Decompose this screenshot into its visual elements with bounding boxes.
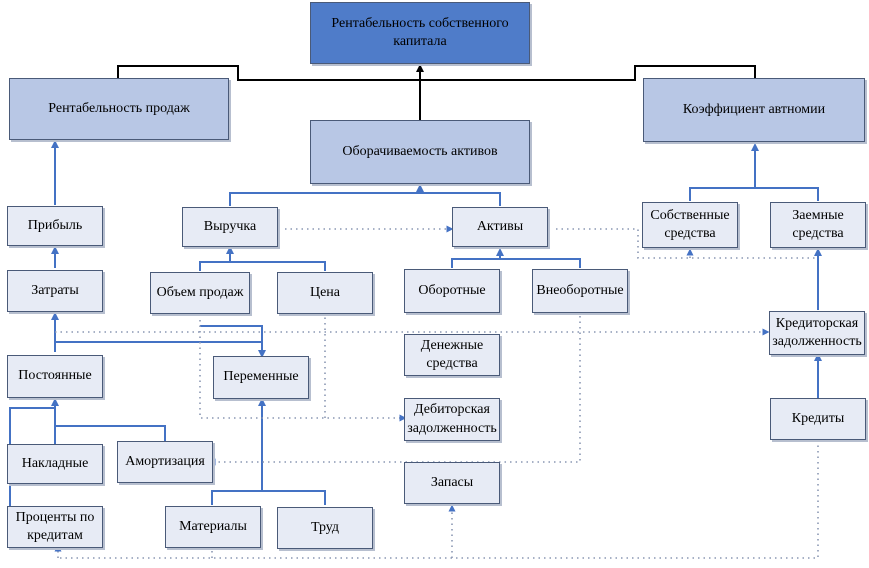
node-loan-interest: Проценты по кредитам — [7, 506, 103, 548]
node-current-assets: Оборотные — [404, 269, 500, 313]
node-borrowed-funds: Заемные средства — [770, 202, 866, 248]
node-materials: Материалы — [165, 506, 261, 548]
node-label: Накладные — [21, 455, 89, 471]
node-loans: Кредиты — [770, 398, 866, 440]
node-label: Выручка — [203, 218, 257, 234]
node-label: Проценты по кредитам — [15, 509, 95, 543]
node-return-on-equity: Рентабельность собственного капитала — [310, 2, 530, 64]
node-label: Активы — [476, 218, 524, 234]
node-label: Денежные средства — [420, 337, 484, 371]
node-variable-costs: Переменные — [213, 356, 309, 399]
node-label: Кредиты — [791, 410, 845, 426]
node-own-funds: Собственные средства — [642, 202, 738, 248]
node-label: Оборотные — [418, 282, 486, 298]
root-connectors — [117, 64, 756, 120]
node-label: Кредиторская задолженность — [772, 315, 862, 349]
dotted-links — [54, 225, 819, 559]
node-label: Амортизация — [125, 453, 205, 469]
node-revenue: Выручка — [182, 207, 278, 247]
node-label: Заемные средства — [792, 207, 844, 241]
node-label: Запасы — [430, 474, 474, 490]
node-cash: Денежные средства — [404, 334, 500, 376]
node-sales-volume: Объем продаж — [150, 272, 250, 314]
node-label: Коэффициент автномии — [682, 101, 826, 117]
node-label: Материалы — [179, 518, 247, 534]
node-autonomy-ratio: Коэффициент автномии — [643, 78, 865, 142]
node-label: Затраты — [31, 282, 79, 298]
node-label: Собственные средства — [650, 207, 730, 241]
node-fixed-costs: Постоянные — [7, 355, 103, 398]
node-asset-turnover: Оборачиваемость активов — [310, 120, 530, 184]
node-profit: Прибыль — [7, 206, 103, 246]
node-label: Рентабельность продаж — [48, 100, 190, 116]
node-costs: Затраты — [7, 270, 103, 312]
node-label: Труд — [310, 519, 340, 535]
node-label: Постоянные — [18, 368, 92, 384]
node-labor: Труд — [277, 507, 373, 549]
node-receivables: Дебиторская задолженность — [404, 398, 500, 441]
node-label: Прибыль — [27, 217, 83, 233]
node-label: Внеоборотные — [536, 282, 624, 298]
node-label: Дебиторская задолженность — [407, 402, 497, 436]
node-label: Цена — [309, 284, 341, 300]
node-price: Цена — [277, 272, 373, 314]
node-assets: Активы — [452, 207, 548, 247]
node-accounts-payable: Кредиторская задолженность — [769, 311, 865, 355]
node-inventory: Запасы — [404, 462, 500, 504]
hierarchy-links — [9, 140, 822, 508]
node-noncurrent-assets: Внеоборотные — [532, 269, 628, 313]
node-label: Переменные — [223, 369, 299, 385]
node-label: Рентабельность собственного капитала — [331, 15, 509, 49]
node-depreciation: Амортизация — [117, 441, 213, 483]
node-sales-profitability: Рентабельность продаж — [9, 78, 229, 140]
node-label: Оборачиваемость активов — [342, 143, 498, 159]
node-label: Объем продаж — [156, 284, 244, 300]
node-overhead: Накладные — [7, 444, 103, 484]
